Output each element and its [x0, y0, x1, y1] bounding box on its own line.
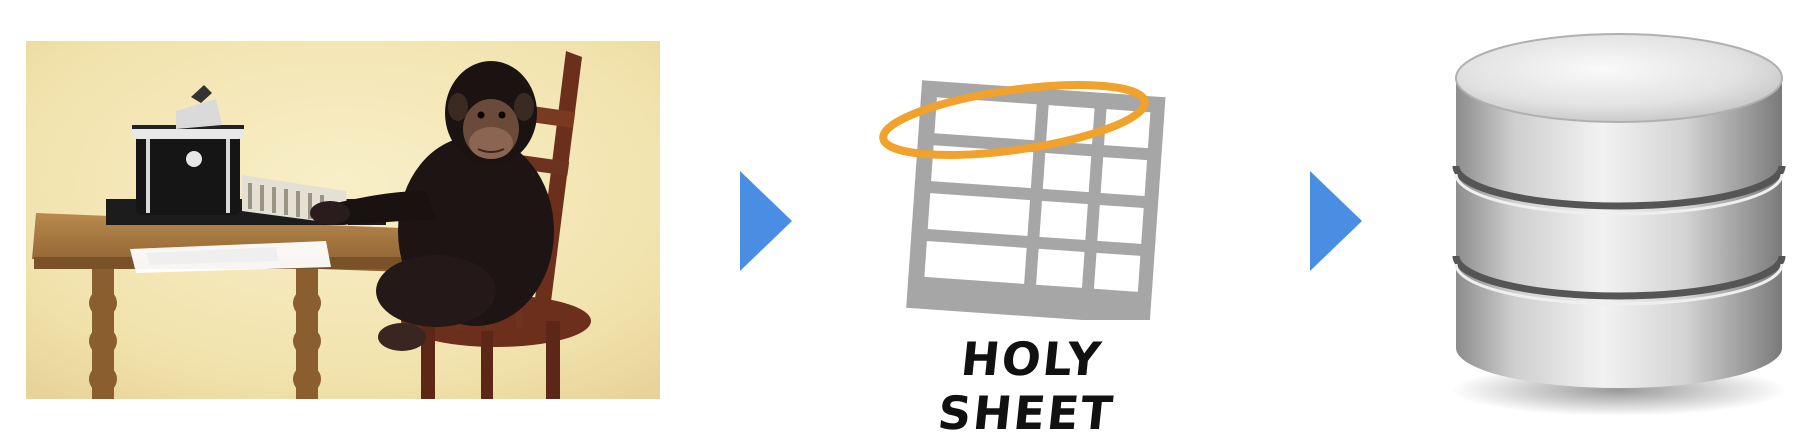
holy-sheet-logo: HOLY SHEET	[874, 70, 1184, 440]
chimpanzee-typewriter-photo-icon	[26, 41, 660, 399]
arrow-right-icon	[1310, 171, 1362, 271]
database-cylinder-icon	[1448, 18, 1790, 418]
spreadsheet-halo-icon	[874, 70, 1184, 320]
arrow-right-icon	[740, 171, 792, 271]
brand-title: HOLY SHEET	[935, 332, 1117, 440]
